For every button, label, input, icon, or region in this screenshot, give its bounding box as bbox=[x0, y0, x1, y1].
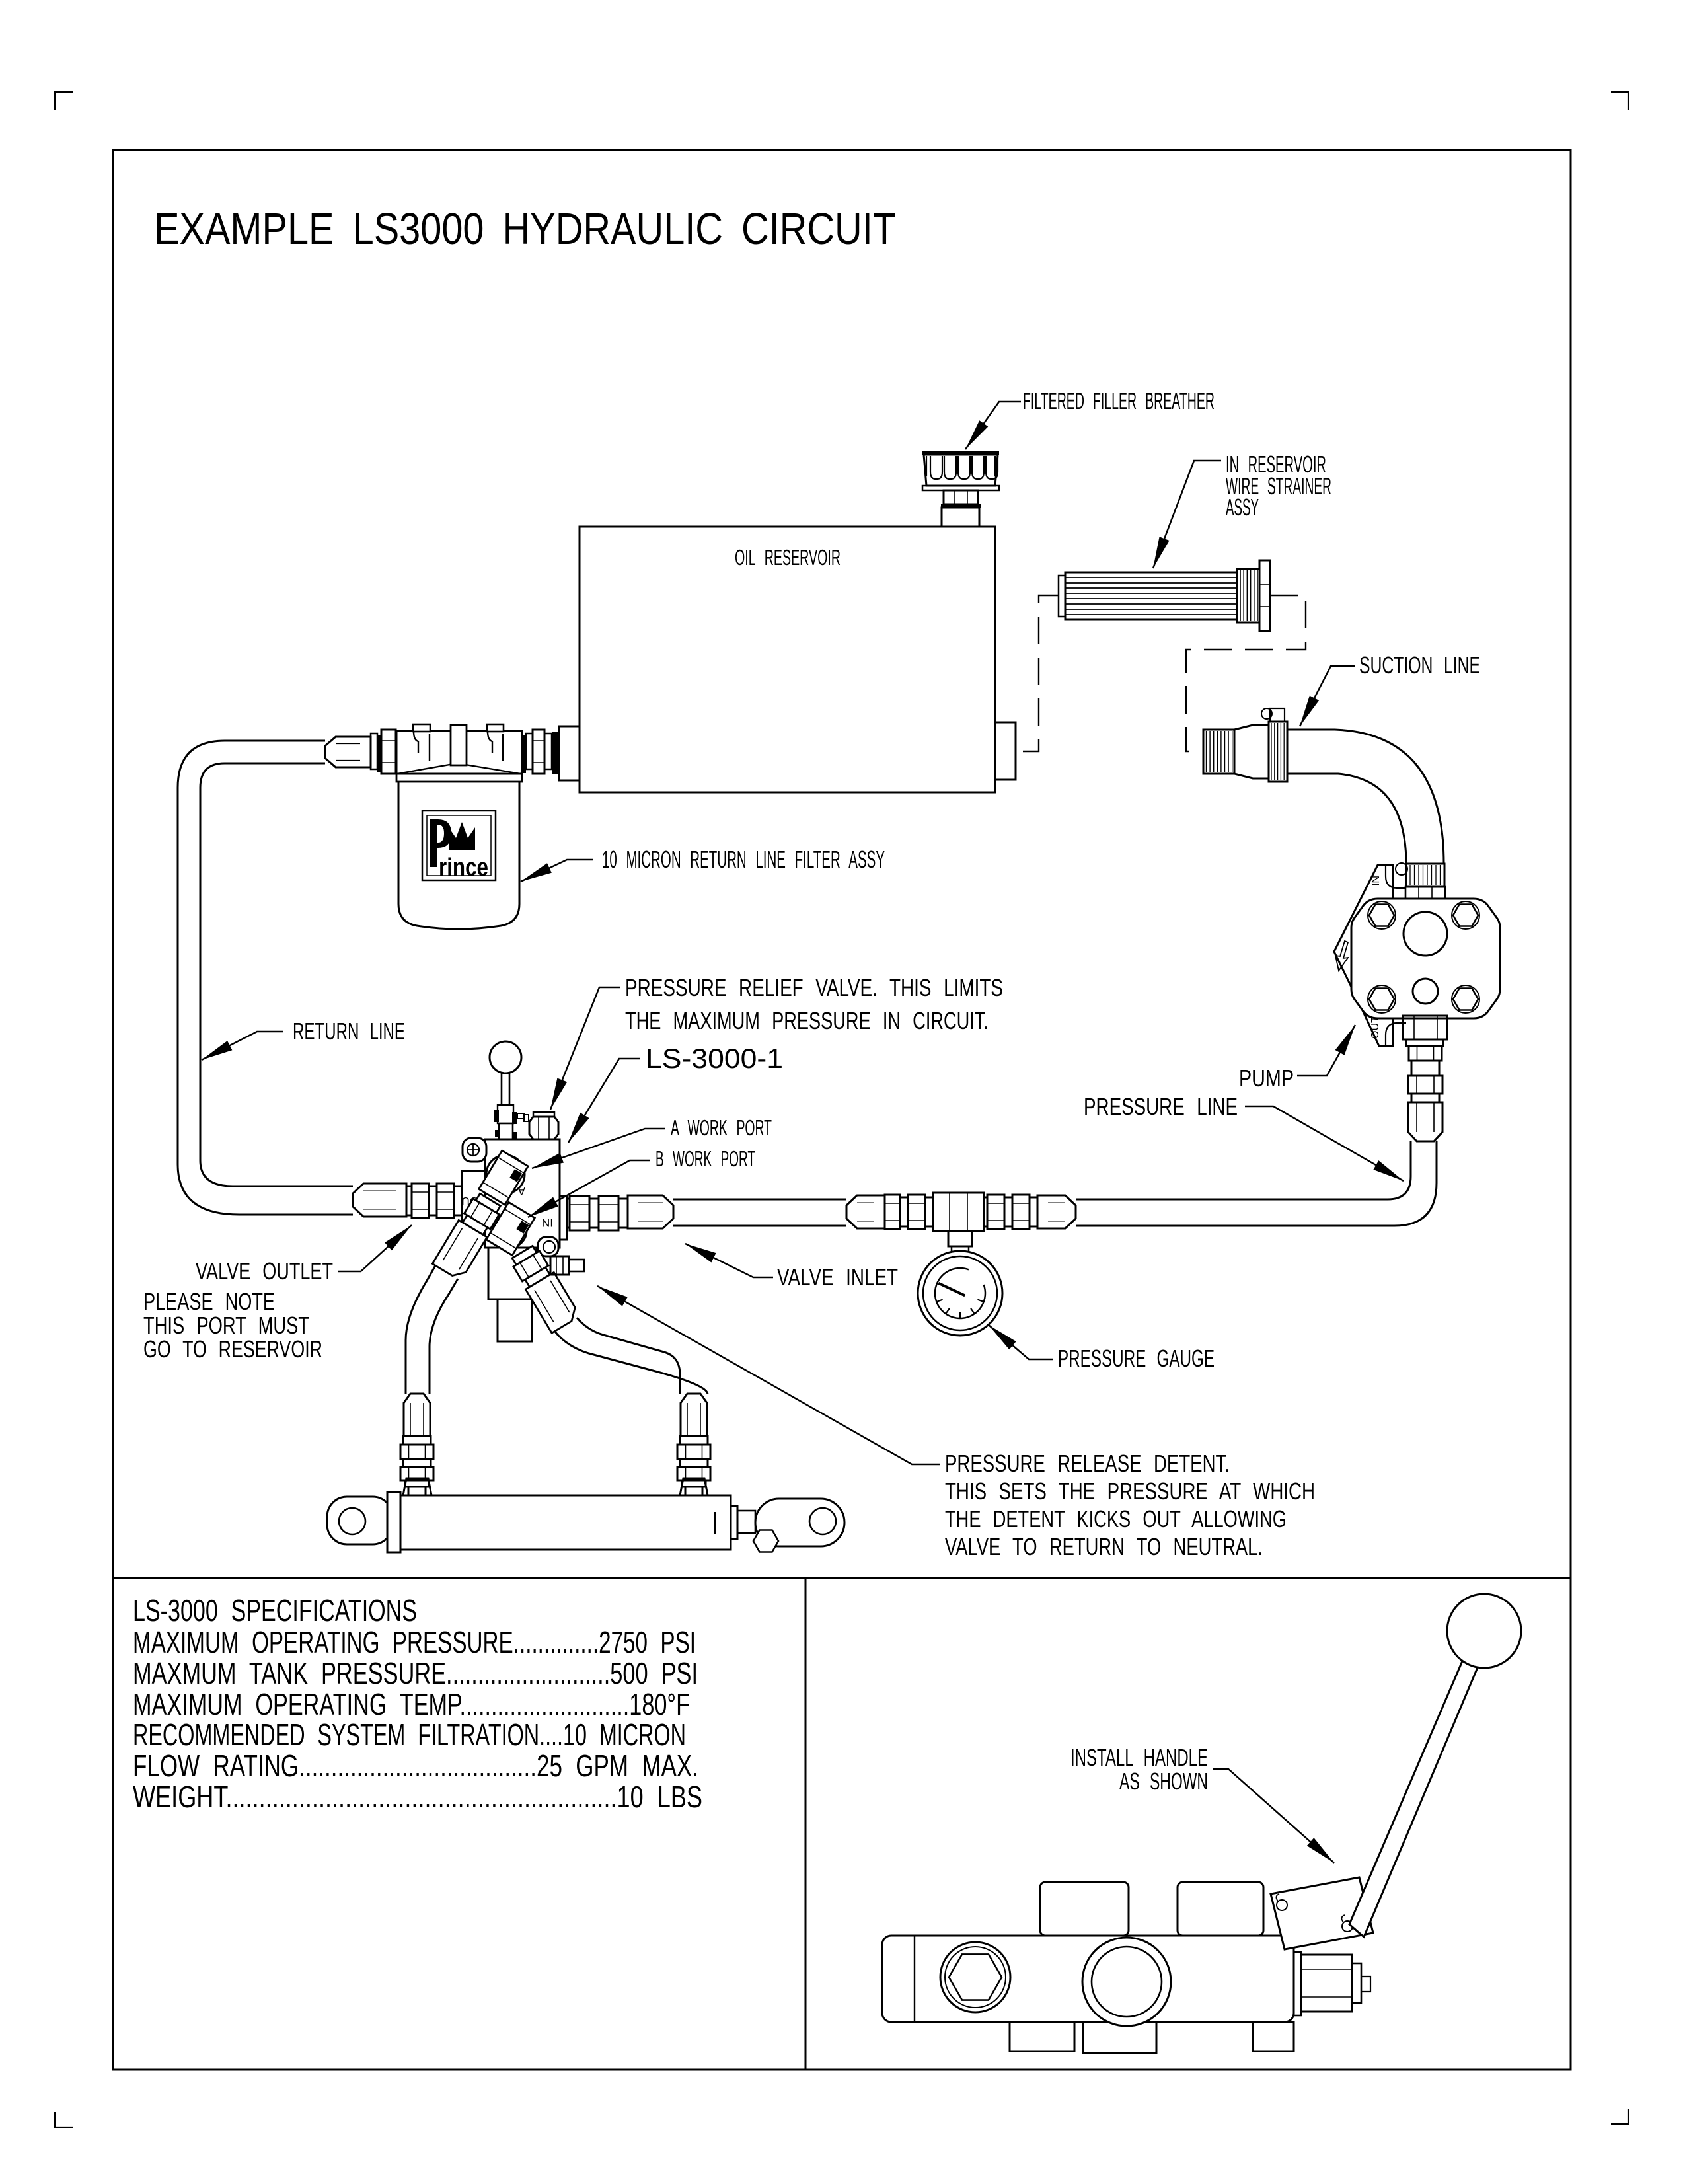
svg-text:RECOMMENDED SYSTEM FILTRATION.: RECOMMENDED SYSTEM FILTRATION....10 MICR… bbox=[133, 1717, 686, 1752]
svg-text:FLOW RATING...................: FLOW RATING.............................… bbox=[133, 1749, 698, 1783]
svg-text:GO TO RESERVOIR: GO TO RESERVOIR bbox=[143, 1336, 322, 1363]
svg-text:LS-3000 SPECIFICATIONS: LS-3000 SPECIFICATIONS bbox=[133, 1593, 417, 1628]
svg-text:AS SHOWN: AS SHOWN bbox=[1119, 1768, 1208, 1795]
svg-text:PUMP: PUMP bbox=[1239, 1065, 1294, 1092]
svg-text:PLEASE NOTE: PLEASE NOTE bbox=[143, 1288, 275, 1315]
svg-text:EXAMPLE LS3000 HYDRAULIC CIRCU: EXAMPLE LS3000 HYDRAULIC CIRCUIT bbox=[154, 204, 896, 254]
svg-text:PRESSURE GAUGE: PRESSURE GAUGE bbox=[1058, 1345, 1215, 1372]
svg-text:B WORK PORT: B WORK PORT bbox=[655, 1147, 755, 1171]
svg-text:OIL RESERVOIR: OIL RESERVOIR bbox=[735, 545, 841, 570]
svg-text:OUT: OUT bbox=[1370, 1016, 1381, 1039]
svg-text:VALVE INLET: VALVE INLET bbox=[777, 1263, 898, 1291]
svg-text:A WORK PORT: A WORK PORT bbox=[671, 1115, 772, 1140]
svg-text:ASSY: ASSY bbox=[1226, 494, 1259, 521]
svg-text:WIRE STRAINER: WIRE STRAINER bbox=[1226, 472, 1331, 500]
svg-text:SUCTION LINE: SUCTION LINE bbox=[1359, 652, 1480, 679]
svg-text:INSTALL HANDLE: INSTALL HANDLE bbox=[1070, 1744, 1208, 1771]
svg-text:rince: rince bbox=[439, 854, 488, 882]
svg-text:RETURN LINE: RETURN LINE bbox=[293, 1018, 405, 1045]
svg-text:A: A bbox=[517, 1185, 525, 1197]
svg-text:MAXIMUM OPERATING TEMP........: MAXIMUM OPERATING TEMP..................… bbox=[133, 1687, 690, 1721]
svg-text:MAXIMUM OPERATING PRESSURE....: MAXIMUM OPERATING PRESSURE..............… bbox=[133, 1625, 696, 1659]
svg-text:THE MAXIMUM PRESSURE IN CIRCUI: THE MAXIMUM PRESSURE IN CIRCUIT. bbox=[625, 1007, 989, 1034]
svg-text:THIS PORT MUST: THIS PORT MUST bbox=[143, 1312, 309, 1339]
svg-text:THE DETENT KICKS OUT ALLOWING: THE DETENT KICKS OUT ALLOWING bbox=[945, 1505, 1287, 1532]
svg-text:IN: IN bbox=[1370, 876, 1382, 886]
svg-text:LS-3000-1: LS-3000-1 bbox=[646, 1043, 783, 1074]
svg-text:VALVE OUTLET: VALVE OUTLET bbox=[196, 1258, 333, 1285]
svg-text:MAXMUM TANK PRESSURE..........: MAXMUM TANK PRESSURE....................… bbox=[133, 1656, 698, 1690]
svg-text:FILTERED FILLER BREATHER: FILTERED FILLER BREATHER bbox=[1023, 387, 1215, 414]
svg-text:IN RESERVOIR: IN RESERVOIR bbox=[1226, 451, 1326, 478]
svg-text:THIS SETS THE PRESSURE AT WHIC: THIS SETS THE PRESSURE AT WHICH bbox=[945, 1478, 1315, 1505]
svg-text:10 MICRON RETURN LINE FILTER: 10 MICRON RETURN LINE FILTER ASSY bbox=[602, 846, 885, 873]
svg-text:IN: IN bbox=[542, 1217, 553, 1229]
svg-text:PRESSURE RELEASE DETENT.: PRESSURE RELEASE DETENT. bbox=[945, 1450, 1230, 1477]
svg-text:PRESSURE RELIEF VALVE. THIS LI: PRESSURE RELIEF VALVE. THIS LIMITS bbox=[625, 974, 1003, 1001]
svg-text:VALVE TO RETURN TO NEUTRAL.: VALVE TO RETURN TO NEUTRAL. bbox=[945, 1533, 1263, 1560]
svg-text:PRESSURE LINE: PRESSURE LINE bbox=[1084, 1093, 1238, 1120]
svg-text:WEIGHT........................: WEIGHT..................................… bbox=[133, 1780, 702, 1814]
